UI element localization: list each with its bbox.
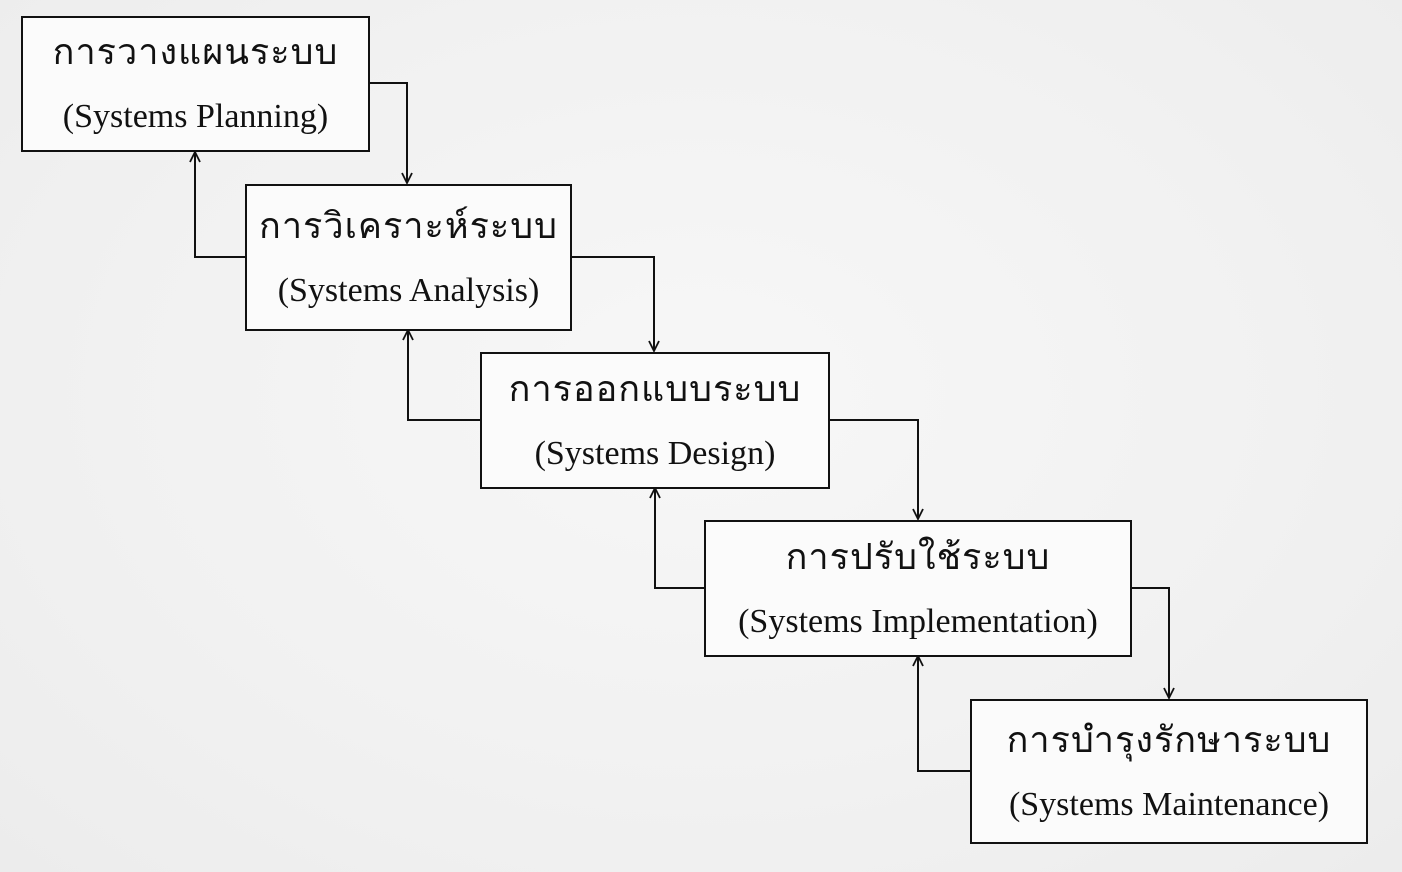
stage-box-systems-design: การออกแบบระบบ (Systems Design)	[480, 352, 830, 489]
stage-thai-label: การปรับใช้ระบบ	[785, 536, 1051, 577]
feedback-arrow-design-to-analysis	[408, 330, 481, 421]
forward-arrow-design-to-implementation	[829, 419, 918, 519]
stage-thai-label: การวางแผนระบบ	[52, 32, 339, 72]
stage-box-systems-implementation: การปรับใช้ระบบ (Systems Implementation)	[704, 520, 1132, 657]
forward-arrow-analysis-to-design	[571, 256, 654, 351]
feedback-arrow-maintenance-to-implementation	[918, 656, 971, 772]
stage-thai-label: การวิเคราะห์ระบบ	[259, 205, 558, 246]
stage-english-label: (Systems Analysis)	[277, 271, 540, 309]
stage-thai-label: การออกแบบระบบ	[508, 368, 802, 409]
feedback-arrow-analysis-to-planning	[195, 152, 246, 258]
stage-box-systems-maintenance: การบำรุงรักษาระบบ (Systems Maintenance)	[970, 699, 1368, 844]
stage-english-label: (Systems Planning)	[62, 98, 329, 135]
feedback-arrow-implementation-to-design	[655, 488, 705, 589]
stage-thai-label: การบำรุงรักษาระบบ	[1006, 719, 1332, 760]
forward-arrow-implementation-to-maintenance	[1131, 587, 1169, 698]
stage-box-systems-analysis: การวิเคราะห์ระบบ (Systems Analysis)	[245, 184, 572, 331]
stage-english-label: (Systems Design)	[534, 434, 776, 472]
stage-english-label: (Systems Maintenance)	[1008, 785, 1330, 823]
stage-box-systems-planning: การวางแผนระบบ (Systems Planning)	[21, 16, 370, 152]
forward-arrow-planning-to-analysis	[369, 82, 407, 183]
stage-english-label: (Systems Implementation)	[738, 602, 1098, 640]
